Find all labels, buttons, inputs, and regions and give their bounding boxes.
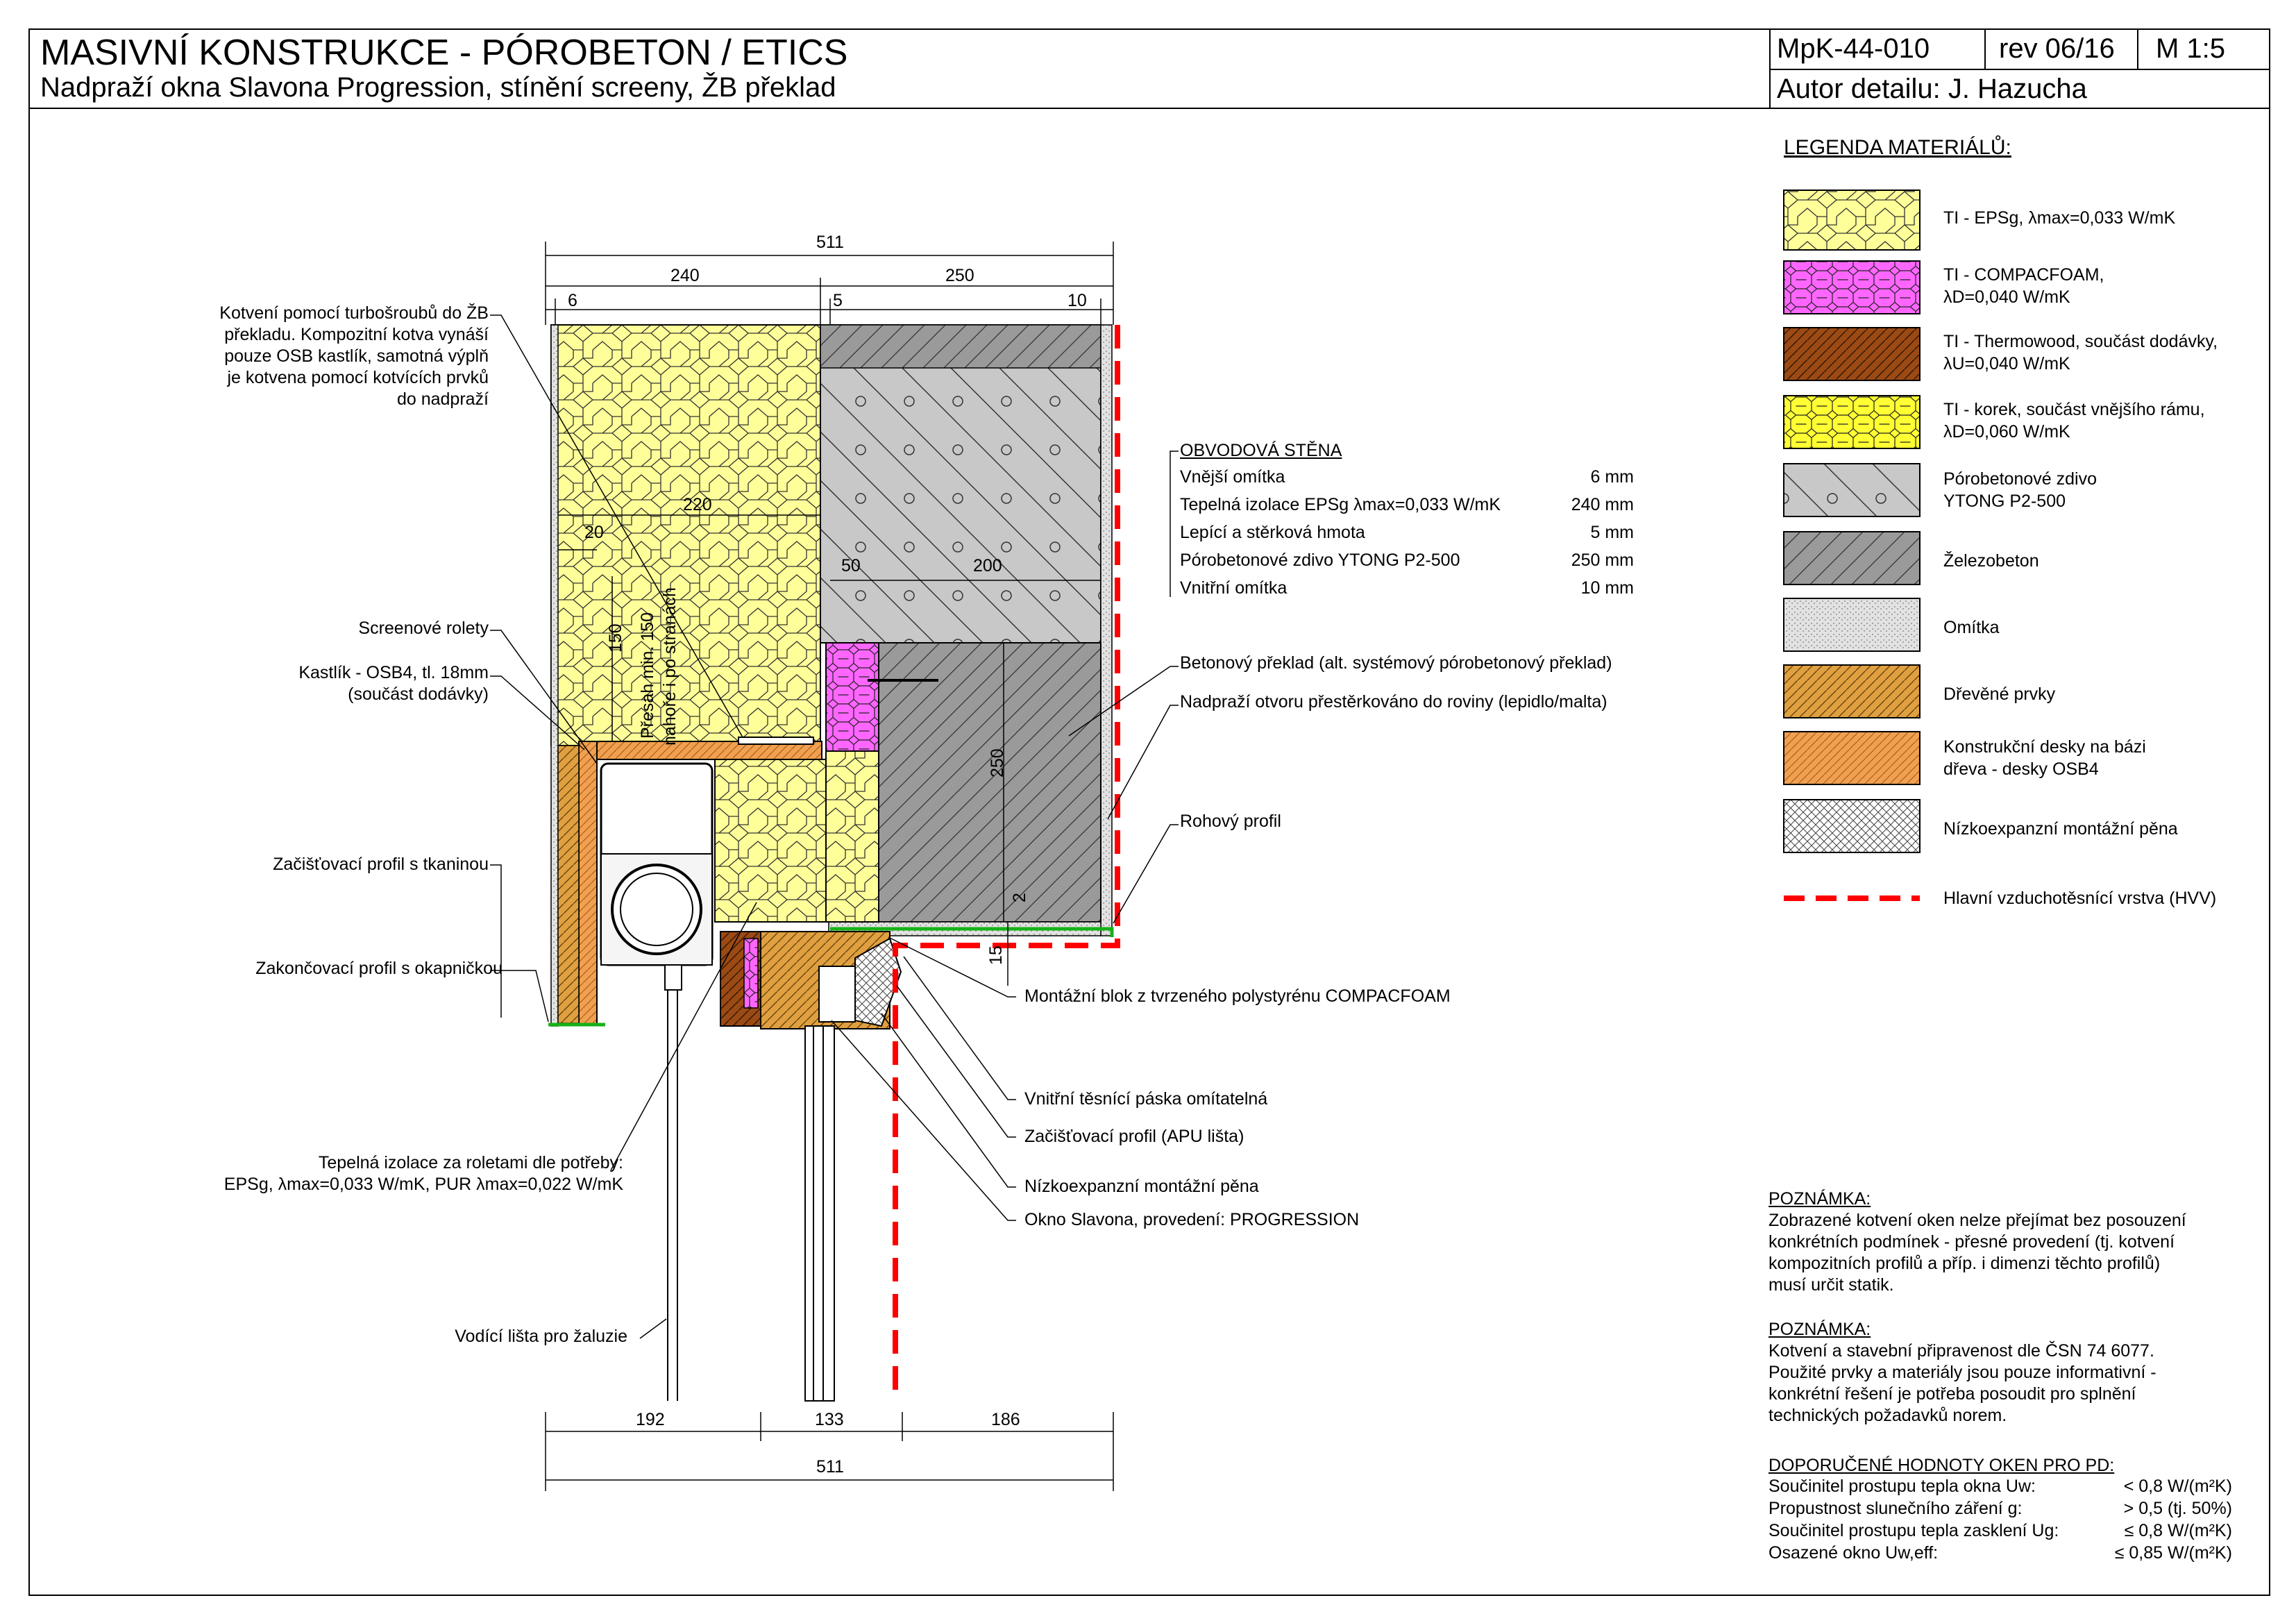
- legend-swatch-foam: [1783, 799, 1921, 853]
- drawing-code: MpK-44-010: [1777, 33, 1930, 64]
- legend-swatch-compacfoam: [1783, 260, 1921, 314]
- label-insulation-behind-blinds: Tepelná izolace za roletami dle potřeby:…: [223, 1153, 623, 1194]
- drawing-scale: M 1:5: [2156, 33, 2226, 64]
- label-reveal: Nadpraží otvoru přestěrkováno do roviny …: [1180, 692, 1607, 712]
- dim-bottom-192: 192: [636, 1410, 665, 1429]
- label-mounting-foam: Nízkoexpanzní montážní pěna: [1024, 1177, 1259, 1196]
- leader-lines: [490, 314, 1179, 1339]
- label-screen-blinds: Screenové rolety: [358, 619, 489, 638]
- legend-item-compacfoam: TI - COMPACFOAM,λD=0,040 W/mK: [1943, 265, 2104, 307]
- inner-plaster: [1100, 324, 1113, 936]
- dim-top-left: 240: [670, 266, 700, 285]
- drawing-subtitle: Nadpraží okna Slavona Progression, stíně…: [40, 72, 836, 103]
- legend-item-wood: Dřevěné prvky: [1943, 684, 2056, 704]
- legend-swatch-osb: [1783, 731, 1921, 785]
- label-osb-box: Kastlík - OSB4, tl. 18mm (součást dodávk…: [298, 663, 489, 704]
- dim-220: 220: [683, 495, 712, 514]
- legend-item-eps: TI - EPSg, λmax=0,033 W/mK: [1943, 208, 2176, 228]
- dim-20: 20: [584, 523, 604, 542]
- dim-bottom-133: 133: [815, 1410, 844, 1429]
- legend-swatch-thermowood: [1783, 327, 1921, 381]
- dim-10: 10: [1067, 291, 1087, 310]
- legend-swatch-plaster: [1783, 598, 1921, 652]
- dim-bottom-186: 186: [991, 1410, 1020, 1429]
- label-end-profile: Zakončovací profil s okapničkou: [255, 959, 503, 978]
- legend-item-foam: Nízkoexpanzní montážní pěna: [1943, 819, 2178, 839]
- dim-top-total: 511: [816, 233, 844, 252]
- legend-swatch-wood: [1783, 664, 1921, 718]
- drawing-author: Autor detailu: J. Hazucha: [1777, 74, 2087, 104]
- note-1-heading: POZNÁMKA:: [1769, 1189, 1871, 1209]
- aac-masonry: [820, 324, 1101, 644]
- label-window: Okno Slavona, provedení: PROGRESSION: [1024, 1210, 1360, 1229]
- sheet-border: [28, 28, 2270, 1596]
- outer-plaster: [550, 324, 559, 1027]
- concrete-lintel: [878, 642, 1101, 923]
- corner-profile: [830, 927, 1114, 937]
- overlap-note-line2: nahoře i po stranách: [660, 587, 679, 746]
- label-mounting-block: Montážní blok z tvrzeného polystyrénu CO…: [1024, 986, 1451, 1006]
- dim-50: 50: [841, 556, 861, 575]
- note-1: POZNÁMKA: Zobrazené kotvení oken nelze p…: [1769, 1189, 2186, 1295]
- note-2-heading: POZNÁMKA:: [1769, 1320, 1871, 1339]
- legend-item-cork: TI - korek, součást vnějšího rámu,λD=0,0…: [1943, 400, 2205, 442]
- label-trim-profile-fabric: Začišťovací profil s tkaninou: [273, 855, 489, 874]
- dim-6: 6: [568, 291, 577, 310]
- compacfoam-block: [825, 642, 879, 752]
- dim-15: 15: [986, 945, 1006, 965]
- dim-top-right: 250: [945, 266, 974, 285]
- legend-swatch-cork: [1783, 395, 1921, 449]
- label-corner-profile: Rohový profil: [1180, 812, 1281, 831]
- drawing-revision: rev 06/16: [1999, 33, 2115, 64]
- legend-item-thermowood: TI - Thermowood, součást dodávky,λU=0,04…: [1943, 332, 2218, 373]
- dim-250: 250: [988, 748, 1007, 777]
- eps-insulation: [551, 325, 820, 746]
- dim-200: 200: [973, 556, 1002, 575]
- legend-swatch-eps: [1783, 190, 1921, 251]
- recommended-row: Součinitel prostupu tepla zasklení Ug:≤ …: [1769, 1521, 2232, 1540]
- glazing: [804, 1025, 835, 1402]
- dim-5: 5: [833, 291, 843, 310]
- legend-item-hvv: Hlavní vzduchotěsnící vrstva (HVV): [1943, 889, 2217, 908]
- legend-item-plaster: Omítka: [1943, 618, 2000, 637]
- recommended-heading: DOPORUČENÉ HODNOTY OKEN PRO PD:: [1769, 1456, 2115, 1475]
- label-apu-profile: Začišťovací profil (APU lišta): [1024, 1127, 1244, 1146]
- legend-swatch-concrete: [1783, 531, 1921, 585]
- overlap-note-line1: Přesah min. 150: [638, 612, 657, 739]
- airtight-layer-line: [893, 325, 1120, 1401]
- label-anchoring: Kotvení pomocí turbošroubů do ŽB překlad…: [219, 303, 489, 409]
- label-lintel: Betonový překlad (alt. systémový pórobet…: [1180, 653, 1612, 673]
- osb-box-side: [578, 741, 598, 1025]
- legend-heading: LEGENDA MATERIÁLŮ:: [1784, 136, 2011, 159]
- dim-2: 2: [1010, 893, 1029, 902]
- recommended-row: Součinitel prostupu tepla okna Uw:< 0,8 …: [1769, 1477, 2232, 1496]
- label-inner-tape: Vnitřní těsnící páska omítatelná: [1024, 1089, 1268, 1109]
- section-drawing: [490, 242, 1179, 1491]
- drawing-title: MASIVNÍ KONSTRUKCE - PÓROBETON / ETICS: [40, 33, 848, 73]
- recommended-row: Osazené okno Uw,eff:≤ 0,85 W/(m²K): [1769, 1543, 2232, 1563]
- legend-swatch-aac: [1783, 463, 1921, 517]
- legend-swatches: [1783, 190, 1921, 901]
- recommended-row: Propustnost slunečního záření g:> 0,5 (t…: [1769, 1499, 2232, 1518]
- wall-table-heading: OBVODOVÁ STĚNA: [1180, 441, 1342, 460]
- label-guide-rail: Vodící lišta pro žaluzie: [455, 1327, 627, 1346]
- dim-bottom-total: 511: [816, 1457, 844, 1477]
- dimension-lines: [545, 242, 1114, 1491]
- legend-item-concrete: Železobeton: [1943, 551, 2039, 571]
- dim-150: 150: [606, 623, 625, 653]
- note-2: POZNÁMKA: Kotvení a stavební připravenos…: [1769, 1320, 2156, 1425]
